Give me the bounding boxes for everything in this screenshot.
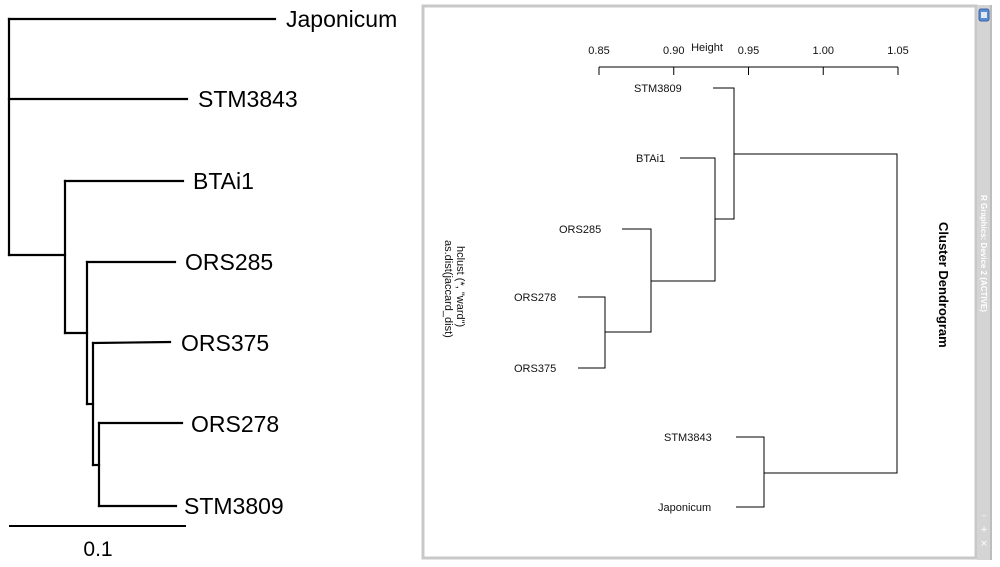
r-graphics-window[interactable]: R Graphics: Device 2 (ACTIVE) – + × Heig… — [421, 4, 992, 560]
dendro-leaf-ors278: ORS278 — [514, 292, 556, 304]
merge-stm3843-japonicum — [736, 436, 765, 508]
axis-tick-label: 1.05 — [887, 45, 908, 57]
window-menu-button-inner — [981, 12, 987, 18]
axis-tick-label: 1.00 — [813, 45, 834, 57]
dendro-leaf-japonicum: Japonicum — [658, 502, 711, 514]
axis-title-height: Height — [691, 42, 723, 54]
dendro-leaf-ors375: ORS375 — [514, 363, 556, 375]
dendrogram: Height 0.85 0.90 0.95 1.00 1.05 STM3809 BTAi… — [442, 42, 951, 514]
leaf-label-btai1: BTAi1 — [193, 168, 254, 194]
window-titlebar[interactable] — [977, 5, 991, 560]
leaf-label-japonicum: Japonicum — [286, 6, 397, 32]
leaf-label-stm3843: STM3843 — [198, 86, 298, 112]
window-titlebar-edge — [990, 5, 992, 560]
dendro-leaf-btai1: BTAi1 — [636, 153, 665, 165]
leaf-label-stm3809: STM3809 — [184, 493, 284, 519]
dendro-leaf-stm3843: STM3843 — [664, 432, 712, 444]
leaf-label-ors285: ORS285 — [185, 249, 273, 275]
dendro-subtitle-method: hclust (*, "ward") — [454, 246, 466, 327]
dendro-subtitle-dist: as.dist(jaccard_dist) — [442, 240, 454, 338]
phylogram: Japonicum STM3843 BTAi1 ORS285 ORS375 OR… — [7, 6, 397, 561]
axis-tick-label: 0.95 — [738, 45, 759, 57]
minimize-icon[interactable]: – — [982, 511, 987, 521]
dendro-leaf-stm3809: STM3809 — [634, 83, 682, 95]
leaf-label-ors278: ORS278 — [191, 411, 279, 437]
height-axis-ticks: 0.85 0.90 0.95 1.00 1.05 — [588, 45, 909, 75]
scale-bar-label: 0.1 — [83, 538, 112, 561]
dendro-leaf-ors285: ORS285 — [559, 224, 601, 236]
axis-tick-label: 0.85 — [588, 45, 609, 57]
dendro-title: Cluster Dendrogram — [936, 222, 951, 348]
close-icon[interactable]: × — [980, 539, 988, 549]
maximize-icon[interactable]: + — [980, 525, 988, 535]
branch-ors375 — [91, 340, 172, 345]
axis-tick-label: 0.90 — [663, 45, 684, 57]
leaf-label-ors375: ORS375 — [181, 330, 269, 356]
window-frame — [421, 4, 978, 560]
window-title: R Graphics: Device 2 (ACTIVE) — [979, 195, 988, 312]
merge-root — [734, 153, 898, 474]
